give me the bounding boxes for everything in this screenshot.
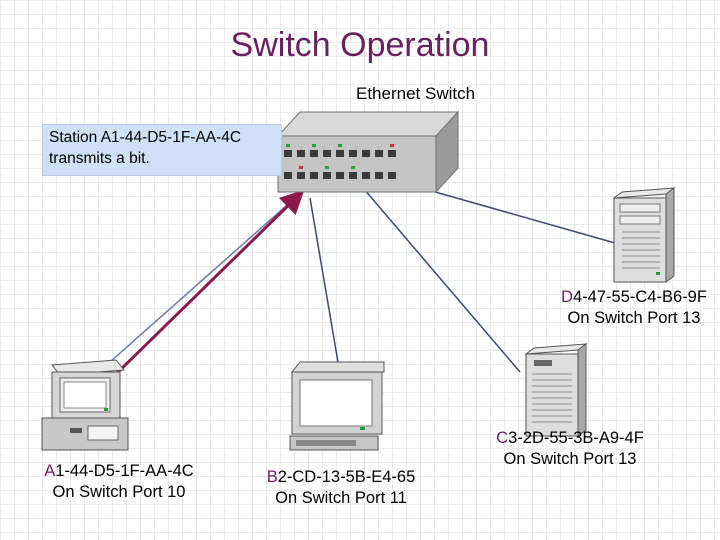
callout-line-1: Station A1-44-D5-1F-AA-4C: [49, 129, 242, 146]
station-a-mac-rest: 1-44-D5-1F-AA-4C: [55, 462, 194, 480]
station-d-label: D4-47-55-C4-B6-9F On Switch Port 13: [548, 287, 720, 329]
station-b-label: B2-CD-13-5B-E4-65 On Switch Port 11: [252, 467, 430, 509]
station-c-mac-rest: 3-2D-55-3B-A9-4F: [508, 429, 644, 447]
station-a-mac: A1-44-D5-1F-AA-4C: [30, 461, 208, 482]
station-b-monitor: [289, 361, 385, 451]
station-c-server: [524, 343, 588, 437]
switch-label: Ethernet Switch: [356, 84, 476, 103]
ethernet-switch: [276, 110, 460, 194]
station-d-letter: D: [561, 288, 574, 306]
station-b-port: On Switch Port 11: [275, 489, 407, 507]
station-a-letter: A: [44, 462, 56, 480]
callout-line-2: transmits a bit.: [49, 150, 150, 167]
link-station-b: [309, 197, 339, 363]
transmit-arrow: [110, 189, 305, 380]
station-c-mac: C3-2D-55-3B-A9-4F: [484, 428, 656, 449]
station-b-letter: B: [266, 468, 278, 486]
station-d-mac-rest: 4-47-55-C4-B6-9F: [573, 288, 707, 306]
station-d-server: [612, 187, 676, 283]
station-c-letter: C: [496, 429, 509, 447]
link-station-d: [399, 181, 623, 246]
station-b-mac-rest: 2-CD-13-5B-E4-65: [277, 468, 416, 486]
slide-title: Switch Operation: [230, 26, 490, 64]
station-d-port: On Switch Port 13: [567, 309, 701, 327]
station-a-port: On Switch Port 10: [52, 483, 186, 501]
link-station-a: [109, 197, 296, 363]
station-d-mac: D4-47-55-C4-B6-9F: [548, 287, 720, 308]
transmit-callout: Station A1-44-D5-1F-AA-4C transmits a bi…: [42, 124, 282, 176]
station-a-computer: [41, 359, 129, 451]
station-b-mac: B2-CD-13-5B-E4-65: [252, 467, 430, 488]
station-c-port: On Switch Port 13: [503, 450, 637, 468]
link-station-c: [357, 181, 521, 373]
station-a-label: A1-44-D5-1F-AA-4C On Switch Port 10: [30, 461, 208, 503]
station-c-label: C3-2D-55-3B-A9-4F On Switch Port 13: [484, 428, 656, 470]
